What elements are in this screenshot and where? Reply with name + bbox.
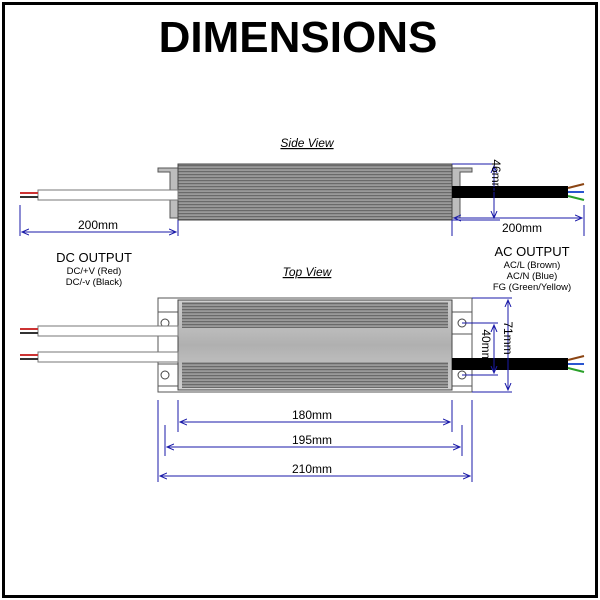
dim-body-length-label: 180mm bbox=[292, 408, 332, 422]
ac-output-heading: AC OUTPUT bbox=[494, 244, 569, 259]
ac-wire-green bbox=[567, 195, 585, 201]
top-view-label: Top View bbox=[283, 265, 333, 279]
side-view: Side View 200mm 200mm 46mm bbox=[19, 136, 585, 236]
dim-hole-vertical-label: 40mm bbox=[479, 329, 493, 362]
dc-output-line: DC/-v (Black) bbox=[66, 277, 122, 288]
top-view: Top View 40mm bbox=[20, 265, 585, 482]
mount-hole bbox=[160, 370, 170, 380]
page-title: DIMENSIONS bbox=[159, 13, 438, 62]
dc-cable-top-1 bbox=[37, 325, 179, 337]
ac-cable-top bbox=[452, 358, 568, 370]
dc-cable-side bbox=[37, 189, 179, 201]
rib-band-top bbox=[182, 302, 448, 328]
dim-hole-spacing-label: 195mm bbox=[292, 433, 332, 447]
dim-overall-length-label: 210mm bbox=[292, 462, 332, 476]
rib-band-bottom bbox=[182, 362, 448, 388]
dc-output-heading: DC OUTPUT bbox=[56, 250, 132, 265]
dim-overall-width-label: 71mm bbox=[501, 321, 515, 354]
side-view-label: Side View bbox=[280, 136, 334, 150]
ac-cable-side bbox=[452, 186, 568, 198]
dim-left-cable-label: 200mm bbox=[78, 218, 118, 232]
ac-output-legend: AC OUTPUT AC/L (Brown) AC/N (Blue) FG (G… bbox=[493, 244, 571, 293]
ac-output-line: FG (Green/Yellow) bbox=[493, 282, 571, 293]
dc-output-line: DC/+V (Red) bbox=[67, 266, 122, 277]
dim-right-cable-label: 200mm bbox=[502, 221, 542, 235]
side-body bbox=[177, 163, 453, 221]
ac-output-line: AC/N (Blue) bbox=[507, 271, 558, 282]
dc-cable-top-2 bbox=[37, 351, 179, 363]
ac-wire-brown bbox=[567, 183, 585, 189]
dc-output-legend: DC OUTPUT DC/+V (Red) DC/-v (Black) bbox=[56, 250, 132, 288]
dim-height-label: 46mm bbox=[489, 159, 503, 192]
ac-output-line: AC/L (Brown) bbox=[504, 260, 561, 271]
